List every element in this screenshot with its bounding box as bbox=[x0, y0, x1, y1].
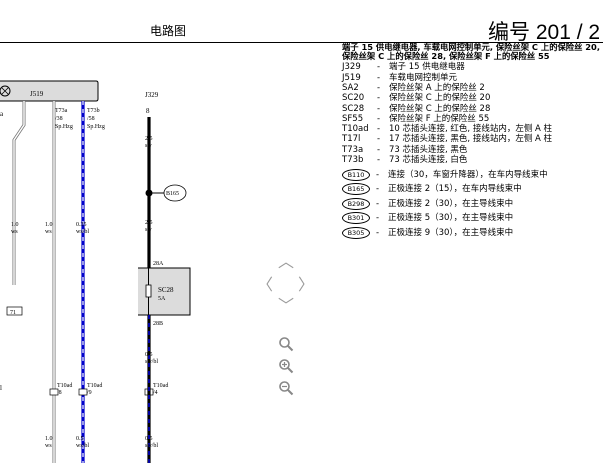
legend-row: J329-端子 15 供电继电器 bbox=[342, 62, 465, 73]
ground-symbol-icon bbox=[0, 85, 11, 97]
svg-text:0.5: 0.5 bbox=[76, 436, 84, 442]
svg-text:ws/bl: ws/bl bbox=[76, 443, 89, 449]
left-label-a: a bbox=[0, 110, 4, 118]
zoom-out-icon[interactable] bbox=[278, 380, 294, 396]
svg-text:SC28: SC28 bbox=[158, 286, 174, 294]
sc28-fuse: SC28 5A 28A 28B bbox=[138, 261, 191, 327]
connection-badge: B110 bbox=[342, 168, 370, 181]
legend-row: SA2-保险丝架 A 上的保险丝 2 bbox=[342, 83, 485, 93]
pan-left-icon[interactable]: 〈 bbox=[257, 275, 274, 294]
svg-text:5A: 5A bbox=[158, 296, 166, 302]
svg-text:T10ad: T10ad bbox=[57, 383, 72, 389]
svg-text:T10ad: T10ad bbox=[87, 383, 102, 389]
svg-text:0.5: 0.5 bbox=[145, 352, 153, 358]
svg-text:B165: B165 bbox=[166, 191, 179, 197]
legend-row: SC28-保险丝架 C 上的保险丝 28 bbox=[342, 103, 491, 114]
connection-badge: B305 bbox=[342, 227, 370, 240]
svg-text:1.0: 1.0 bbox=[45, 436, 53, 442]
svg-text:T10ad: T10ad bbox=[153, 383, 168, 389]
j329-label: J329 bbox=[145, 91, 159, 99]
svg-text:ws/bl: ws/bl bbox=[76, 229, 89, 235]
svg-text:0.35: 0.35 bbox=[76, 222, 87, 228]
svg-text:T73b: T73b bbox=[87, 108, 100, 114]
svg-text:2.5: 2.5 bbox=[145, 220, 153, 226]
svg-text:/58: /58 bbox=[87, 116, 95, 122]
legend-row: T10ad-10 芯插头连接, 红色, 接线站内，左侧 A 柱 bbox=[342, 124, 553, 135]
page-title: 电路图 bbox=[150, 24, 187, 38]
connection-badge: B298 bbox=[342, 197, 370, 210]
svg-text:1.0: 1.0 bbox=[11, 222, 19, 228]
svg-text:ws: ws bbox=[11, 229, 18, 235]
ref-71: 71 bbox=[10, 310, 16, 316]
legend-panel: 端子 15 供电继电器, 车载电网控制单元, 保险丝架 C 上的保险丝 20, … bbox=[342, 42, 600, 240]
svg-text:ws: ws bbox=[45, 229, 52, 235]
wire-t73a: T73a /38 Sp.Hzg 1.0 ws T10ad /8 1.0 ws bbox=[45, 101, 73, 463]
svg-text:sw: sw bbox=[145, 227, 152, 233]
zoom-in-icon[interactable] bbox=[278, 358, 294, 374]
legend-row: T17l-17 芯插头连接, 黑色, 接线站内，左侧 A 柱 bbox=[342, 134, 553, 145]
legend-row: T73a-73 芯插头连接, 黑色 bbox=[342, 144, 468, 155]
svg-text:28A: 28A bbox=[153, 261, 164, 267]
svg-text:/8: /8 bbox=[57, 390, 62, 396]
legend-row: J519-车载电网控制单元 bbox=[342, 72, 458, 83]
svg-text:/38: /38 bbox=[55, 116, 63, 122]
svg-text:/9: /9 bbox=[87, 390, 92, 396]
pan-right-icon[interactable]: 〉 bbox=[298, 275, 315, 294]
svg-text:ws: ws bbox=[45, 443, 52, 449]
wire-sc28-out: 0.5 sw/bl T10ad /4 0.5 sw/bl bbox=[145, 315, 168, 463]
j519-label: J519 bbox=[30, 90, 44, 98]
svg-text:sw/bl: sw/bl bbox=[145, 443, 158, 449]
svg-text:0.5: 0.5 bbox=[145, 436, 153, 442]
j519-control-unit: J519 bbox=[0, 80, 99, 102]
svg-text:T73a: T73a bbox=[55, 108, 68, 114]
connection-row: B298-正极连接 2（30），在主导线束中 bbox=[342, 197, 600, 212]
header-divider bbox=[0, 42, 603, 43]
svg-text:1.0: 1.0 bbox=[45, 222, 53, 228]
connection-badge: B301 bbox=[342, 212, 370, 225]
svg-text:/4: /4 bbox=[153, 390, 158, 396]
legend-items: J329-端子 15 供电继电器 J519-车载电网控制单元 SA2-保险丝架 … bbox=[342, 62, 600, 165]
wire-t73b: T73b /58 Sp.Hzg 0.35 ws/bl T10ad /9 0.5 … bbox=[76, 101, 105, 463]
t10ad-connector-symbols bbox=[49, 388, 154, 396]
pan-up-icon[interactable]: ︿ bbox=[278, 252, 295, 271]
svg-text:sw: sw bbox=[145, 143, 152, 149]
circuit-diagram: J519 a J329 8 1.0 ws 71 l T73a /38 Sp.Hz… bbox=[0, 80, 191, 463]
diagram-number: 编号 201 / 2 bbox=[488, 21, 601, 44]
wire-left-ws: 1.0 ws 71 bbox=[6, 101, 26, 316]
j329-pin-label: 8 bbox=[146, 107, 150, 115]
legend-row: SC20-保险丝架 C 上的保险丝 20 bbox=[342, 93, 491, 104]
b165-connection-icon bbox=[163, 184, 187, 202]
wire-j329-main: 2.5 sw B165 2.5 sw bbox=[145, 117, 187, 268]
zoom-fit-icon[interactable] bbox=[278, 336, 294, 352]
connection-badge: B165 bbox=[342, 183, 370, 196]
connection-items: B110-连接（30，车窗升降器），在车内导线束中 B165-正极连接 2（15… bbox=[342, 167, 600, 240]
svg-text:Sp.Hzg: Sp.Hzg bbox=[55, 124, 73, 130]
connection-row: B110-连接（30，车窗升降器），在车内导线束中 bbox=[342, 167, 600, 182]
svg-text:2.5: 2.5 bbox=[145, 136, 153, 142]
connection-row: B305-正极连接 9（30），在主导线束中 bbox=[342, 226, 600, 241]
legend-row: T73b-73 芯插头连接, 白色 bbox=[342, 155, 468, 166]
svg-text:Sp.Hzg: Sp.Hzg bbox=[87, 124, 105, 130]
svg-text:sw/bl: sw/bl bbox=[145, 359, 158, 365]
svg-text:28B: 28B bbox=[153, 321, 163, 327]
legend-heading: 端子 15 供电继电器, 车载电网控制单元, 保险丝架 C 上的保险丝 20, … bbox=[342, 42, 600, 62]
legend-row: SF55-保险丝架 F 上的保险丝 55 bbox=[342, 113, 490, 124]
connection-row: B165-正极连接 2（15），在车内导线束中 bbox=[342, 182, 600, 197]
pan-down-icon[interactable]: ﹀ bbox=[278, 296, 295, 315]
left-label-l: l bbox=[0, 384, 2, 392]
connection-row: B301-正极连接 5（30），在主导线束中 bbox=[342, 211, 600, 226]
